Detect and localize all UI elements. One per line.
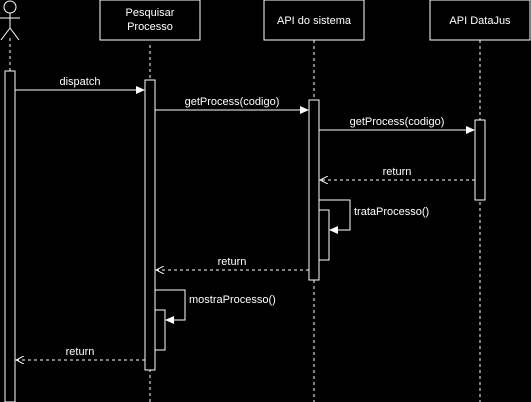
message-mostra-processo-label: mostraProcesso() bbox=[189, 294, 276, 306]
activation-api-datajus bbox=[474, 119, 486, 201]
message-get-process-1-label: getProcess(codigo) bbox=[185, 96, 280, 108]
activation-api-sistema-self-call bbox=[318, 209, 330, 261]
message-trata-processo-label: trataProcesso() bbox=[354, 206, 429, 218]
message-trata-processo-arrow bbox=[319, 199, 351, 234]
participant-pesquisar-processo[interactable]: Pesquisar Processo bbox=[99, 0, 201, 41]
actor-icon bbox=[0, 0, 20, 41]
participant-api-sistema-label: API do sistema bbox=[277, 15, 352, 27]
participant-api-datajus-label: API DataJus bbox=[449, 15, 511, 27]
activation-pesquisar-self-call bbox=[154, 309, 166, 351]
message-get-process-2-label: getProcess(codigo) bbox=[350, 116, 445, 128]
activation-api-sistema bbox=[308, 99, 320, 281]
message-return-datajus-label: return bbox=[383, 166, 412, 178]
message-mostra-processo-arrow bbox=[155, 289, 186, 324]
participant-api-datajus[interactable]: API DataJus bbox=[429, 0, 531, 41]
message-return-sistema-label: return bbox=[218, 256, 247, 268]
activation-actor bbox=[4, 70, 16, 402]
message-dispatch-label: dispatch bbox=[60, 76, 101, 88]
message-return-pesquisar-label: return bbox=[66, 346, 95, 358]
participant-pesquisar-label-line2: Processo bbox=[127, 21, 173, 33]
activation-pesquisar-processo bbox=[144, 79, 156, 371]
participant-pesquisar-label-line1: Pesquisar bbox=[126, 7, 175, 19]
participant-api-sistema[interactable]: API do sistema bbox=[263, 0, 365, 41]
